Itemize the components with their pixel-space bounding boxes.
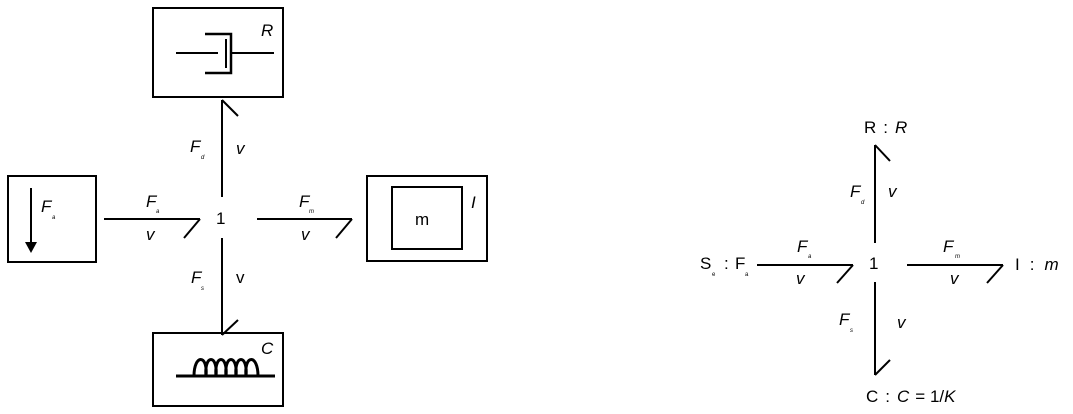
spring-box	[152, 332, 284, 407]
rbg-bond-left-effort: F	[797, 237, 809, 256]
bond-top-effort-sub: d	[201, 155, 205, 161]
rbg-source-element: S e : F a	[700, 254, 749, 278]
rbg-top-element: R:R	[864, 118, 907, 137]
rbg-bond-top-effort-sub: d	[861, 200, 865, 206]
bond-top-effort: F	[190, 137, 202, 156]
spring-label: C	[261, 339, 274, 358]
force-source-box	[7, 175, 97, 263]
bond-left-effort: F	[146, 192, 158, 211]
left-schematic: R 1 F d v F a v F m v F s v	[7, 7, 488, 407]
force-source-label: F	[41, 197, 53, 216]
rbg-bond-bottom-effort: F	[839, 310, 851, 329]
rbg-bond-right-flow: v	[950, 269, 960, 288]
rbg-source-value-sub: a	[745, 272, 749, 278]
bond-right-effort-sub: m	[309, 209, 314, 215]
rbg-bond-left-effort-sub: a	[808, 254, 812, 260]
bond-bottom-effort-sub: s	[201, 286, 204, 292]
rbg-bond-top-half-arrow	[874, 144, 891, 162]
damper-label: R	[261, 21, 273, 40]
rbg-bond-right-half-arrow	[986, 264, 1004, 284]
bond-bottom-flow: v	[236, 268, 245, 287]
mass-outer-box	[366, 175, 488, 262]
rbg-right-element: I:m	[1015, 255, 1059, 274]
force-source-sub: a	[52, 215, 56, 221]
rbg-bond-right-effort-sub: m	[955, 254, 960, 260]
mass-label: m	[415, 210, 429, 229]
spring-element: C	[152, 332, 284, 407]
damper-element: R	[152, 7, 284, 98]
bond-right-half-arrow	[335, 218, 353, 239]
rbg-bond-top-effort: F	[850, 182, 862, 201]
bond-right-effort: F	[299, 192, 311, 211]
rbg-bond-bottom-half-arrow	[874, 359, 891, 376]
right-bond-graph: R:R 1 F d v F a v F m v F s v S e :	[700, 118, 1059, 406]
inertia-label: I	[471, 193, 476, 212]
bond-right-flow: v	[301, 225, 311, 244]
spring-coil	[192, 358, 260, 377]
damper-box	[152, 7, 284, 98]
bond-left-flow: v	[146, 225, 156, 244]
bond-left-effort-sub: a	[156, 209, 160, 215]
mass-inner-box	[391, 186, 463, 250]
rbg-bond-left-flow: v	[796, 269, 806, 288]
bond-top-half-arrow	[221, 99, 239, 117]
junction-label: 1	[216, 209, 225, 228]
rbg-bond-left-half-arrow	[836, 264, 854, 284]
rbg-source-name-sub: e	[712, 272, 716, 278]
rbg-bottom-element: C:C= 1/K	[866, 387, 956, 406]
rbg-source-value: F	[735, 254, 745, 273]
rbg-bond-bottom-effort-sub: s	[850, 328, 853, 334]
rbg-junction-label: 1	[869, 254, 878, 273]
rbg-bond-right-effort: F	[943, 237, 955, 256]
rbg-source-name: S	[700, 254, 711, 273]
rbg-bond-top-flow: v	[888, 182, 898, 201]
rbg-source-sep: :	[724, 254, 729, 273]
force-arrow-head	[25, 242, 37, 253]
rbg-bond-bottom-flow: v	[897, 313, 907, 332]
bond-bottom-effort: F	[191, 268, 203, 287]
force-source-element: F a	[7, 175, 97, 263]
bond-top-flow: v	[236, 139, 246, 158]
mass-element: m I	[366, 175, 488, 262]
bond-left-half-arrow	[183, 218, 201, 239]
